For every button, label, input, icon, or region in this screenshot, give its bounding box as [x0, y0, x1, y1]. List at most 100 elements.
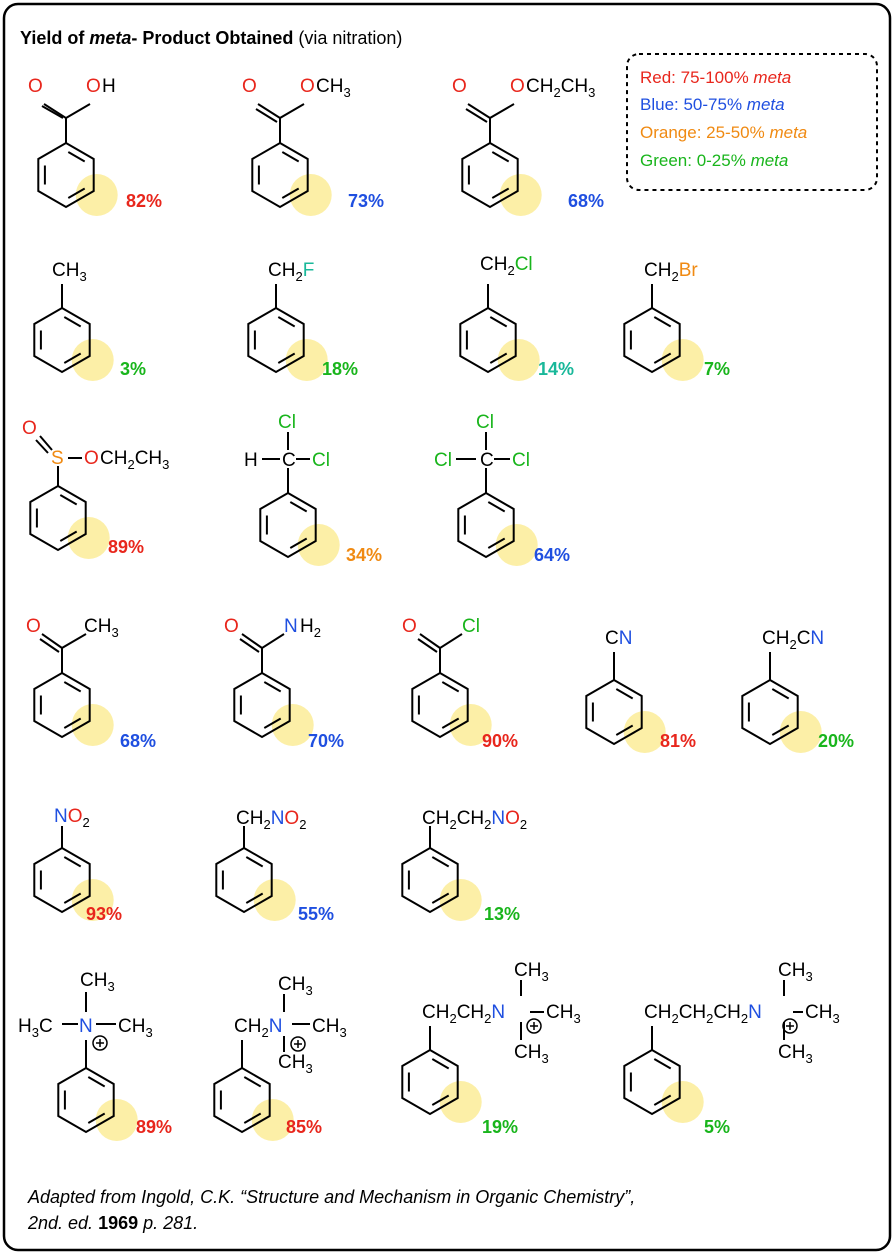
- compound-benzal-chloride: H C Cl Cl 34%: [244, 412, 382, 566]
- benzene-ring: [623, 306, 704, 381]
- benzene-ring: [461, 141, 542, 216]
- benzene-ring: [741, 678, 822, 753]
- ring-outline: [461, 141, 519, 209]
- double-bond: [289, 537, 308, 549]
- benzene-ring: [401, 1048, 482, 1123]
- benzene-ring: [37, 141, 118, 216]
- double-bond: [63, 717, 82, 729]
- double-bond: [289, 501, 308, 513]
- yield-label: 89%: [108, 537, 144, 557]
- svg-text:CN: CN: [605, 628, 632, 649]
- compound-benzyl-chloride: CH2Cl 14%: [459, 254, 574, 381]
- svg-text:CH2CH3: CH2CH3: [100, 448, 169, 472]
- ring-outline: [741, 678, 799, 746]
- yield-label: 14%: [538, 359, 574, 379]
- ring-outline: [213, 1066, 271, 1134]
- compound-benzoic-acid: O O H 82%: [28, 76, 162, 216]
- double-bond: [87, 1076, 106, 1088]
- svg-text:O: O: [300, 76, 315, 97]
- yield-label: 81%: [660, 731, 696, 751]
- double-bond: [63, 681, 82, 693]
- yield-label: 68%: [568, 191, 604, 211]
- benzene-ring: [33, 306, 114, 381]
- double-bond: [277, 316, 296, 328]
- double-bond: [59, 530, 78, 542]
- yield-label: 19%: [482, 1117, 518, 1137]
- double-bond: [431, 892, 450, 904]
- compound-benzotrichloride: C Cl Cl Cl 64%: [434, 412, 570, 566]
- yield-label: 5%: [704, 1117, 730, 1137]
- double-bond: [491, 187, 510, 199]
- benzene-ring: [623, 1048, 704, 1123]
- meta-highlight: [499, 174, 542, 216]
- ring-outline: [215, 846, 273, 914]
- yield-label: 82%: [126, 191, 162, 211]
- legend-red: Red: 75-100% meta: [640, 68, 791, 87]
- svg-text:Cl: Cl: [476, 412, 494, 433]
- double-bond: [63, 352, 82, 364]
- double-bond: [487, 501, 506, 513]
- double-bond: [771, 688, 790, 700]
- compound-phenylnitroethane: CH2CH2NO2 13%: [401, 808, 527, 924]
- double-bond: [263, 681, 282, 693]
- meta-highlight: [71, 879, 114, 921]
- legend-green: Green: 0-25% meta: [640, 151, 788, 170]
- benzene-ring: [33, 671, 114, 746]
- svg-text:Cl: Cl: [312, 450, 330, 471]
- meta-highlight: [95, 1099, 138, 1141]
- benzene-ring: [213, 1066, 294, 1141]
- compound-benzyl-bromide: CH2Br 7%: [623, 260, 730, 381]
- ring-outline: [247, 306, 305, 374]
- citation-line-2: 2nd. ed. 1969 p. 281.: [27, 1213, 198, 1233]
- ring-outline: [37, 141, 95, 209]
- double-bond: [87, 1112, 106, 1124]
- compound-benzamide: O N H2 70%: [224, 616, 344, 751]
- legend-orange: Orange: 25-50% meta: [640, 123, 807, 142]
- double-bond: [59, 494, 78, 506]
- meta-highlight: [661, 339, 704, 381]
- meta-highlight: [285, 339, 328, 381]
- svg-text:O: O: [84, 448, 99, 469]
- svg-text:CH2NO2: CH2NO2: [236, 808, 306, 832]
- double-bond: [263, 717, 282, 729]
- double-bond: [431, 1058, 450, 1070]
- compound-phenethyltrimethylammonium: CH2CH2N CH3 CH3 CH3 19%: [401, 960, 581, 1137]
- benzene-ring: [401, 846, 482, 921]
- double-bond: [281, 151, 300, 163]
- double-bond: [771, 724, 790, 736]
- meta-highlight: [71, 704, 114, 746]
- yield-label: 90%: [482, 731, 518, 751]
- ring-outline: [29, 484, 87, 552]
- double-bond: [431, 856, 450, 868]
- yield-label: 20%: [818, 731, 854, 751]
- yield-label: 64%: [534, 545, 570, 565]
- ring-outline: [585, 678, 643, 746]
- compound-methyl-benzoate: O O CH3 73%: [242, 76, 384, 216]
- benzene-ring: [585, 678, 666, 753]
- yield-label: 85%: [286, 1117, 322, 1137]
- meta-highlight: [439, 1081, 482, 1123]
- svg-text:CH2F: CH2F: [268, 260, 314, 284]
- ring-outline: [401, 1048, 459, 1116]
- svg-text:O: O: [242, 76, 257, 97]
- double-bond: [615, 688, 634, 700]
- meta-highlight: [271, 704, 314, 746]
- yield-label: 70%: [308, 731, 344, 751]
- double-bond: [245, 856, 264, 868]
- double-bond: [63, 856, 82, 868]
- ring-outline: [233, 671, 291, 739]
- benzene-ring: [259, 491, 340, 566]
- double-bond: [653, 1094, 672, 1106]
- ring-outline: [251, 141, 309, 209]
- benzene-ring: [33, 846, 114, 921]
- legend-box: [626, 53, 878, 191]
- meta-highlight: [297, 524, 340, 566]
- ring-outline: [623, 306, 681, 374]
- compound-benzyl-fluoride: CH2F 18%: [247, 260, 358, 381]
- svg-text:H: H: [102, 76, 116, 97]
- ring-outline: [623, 1048, 681, 1116]
- ring-outline: [401, 846, 459, 914]
- double-bond: [487, 537, 506, 549]
- svg-text:CH2Cl: CH2Cl: [480, 254, 533, 278]
